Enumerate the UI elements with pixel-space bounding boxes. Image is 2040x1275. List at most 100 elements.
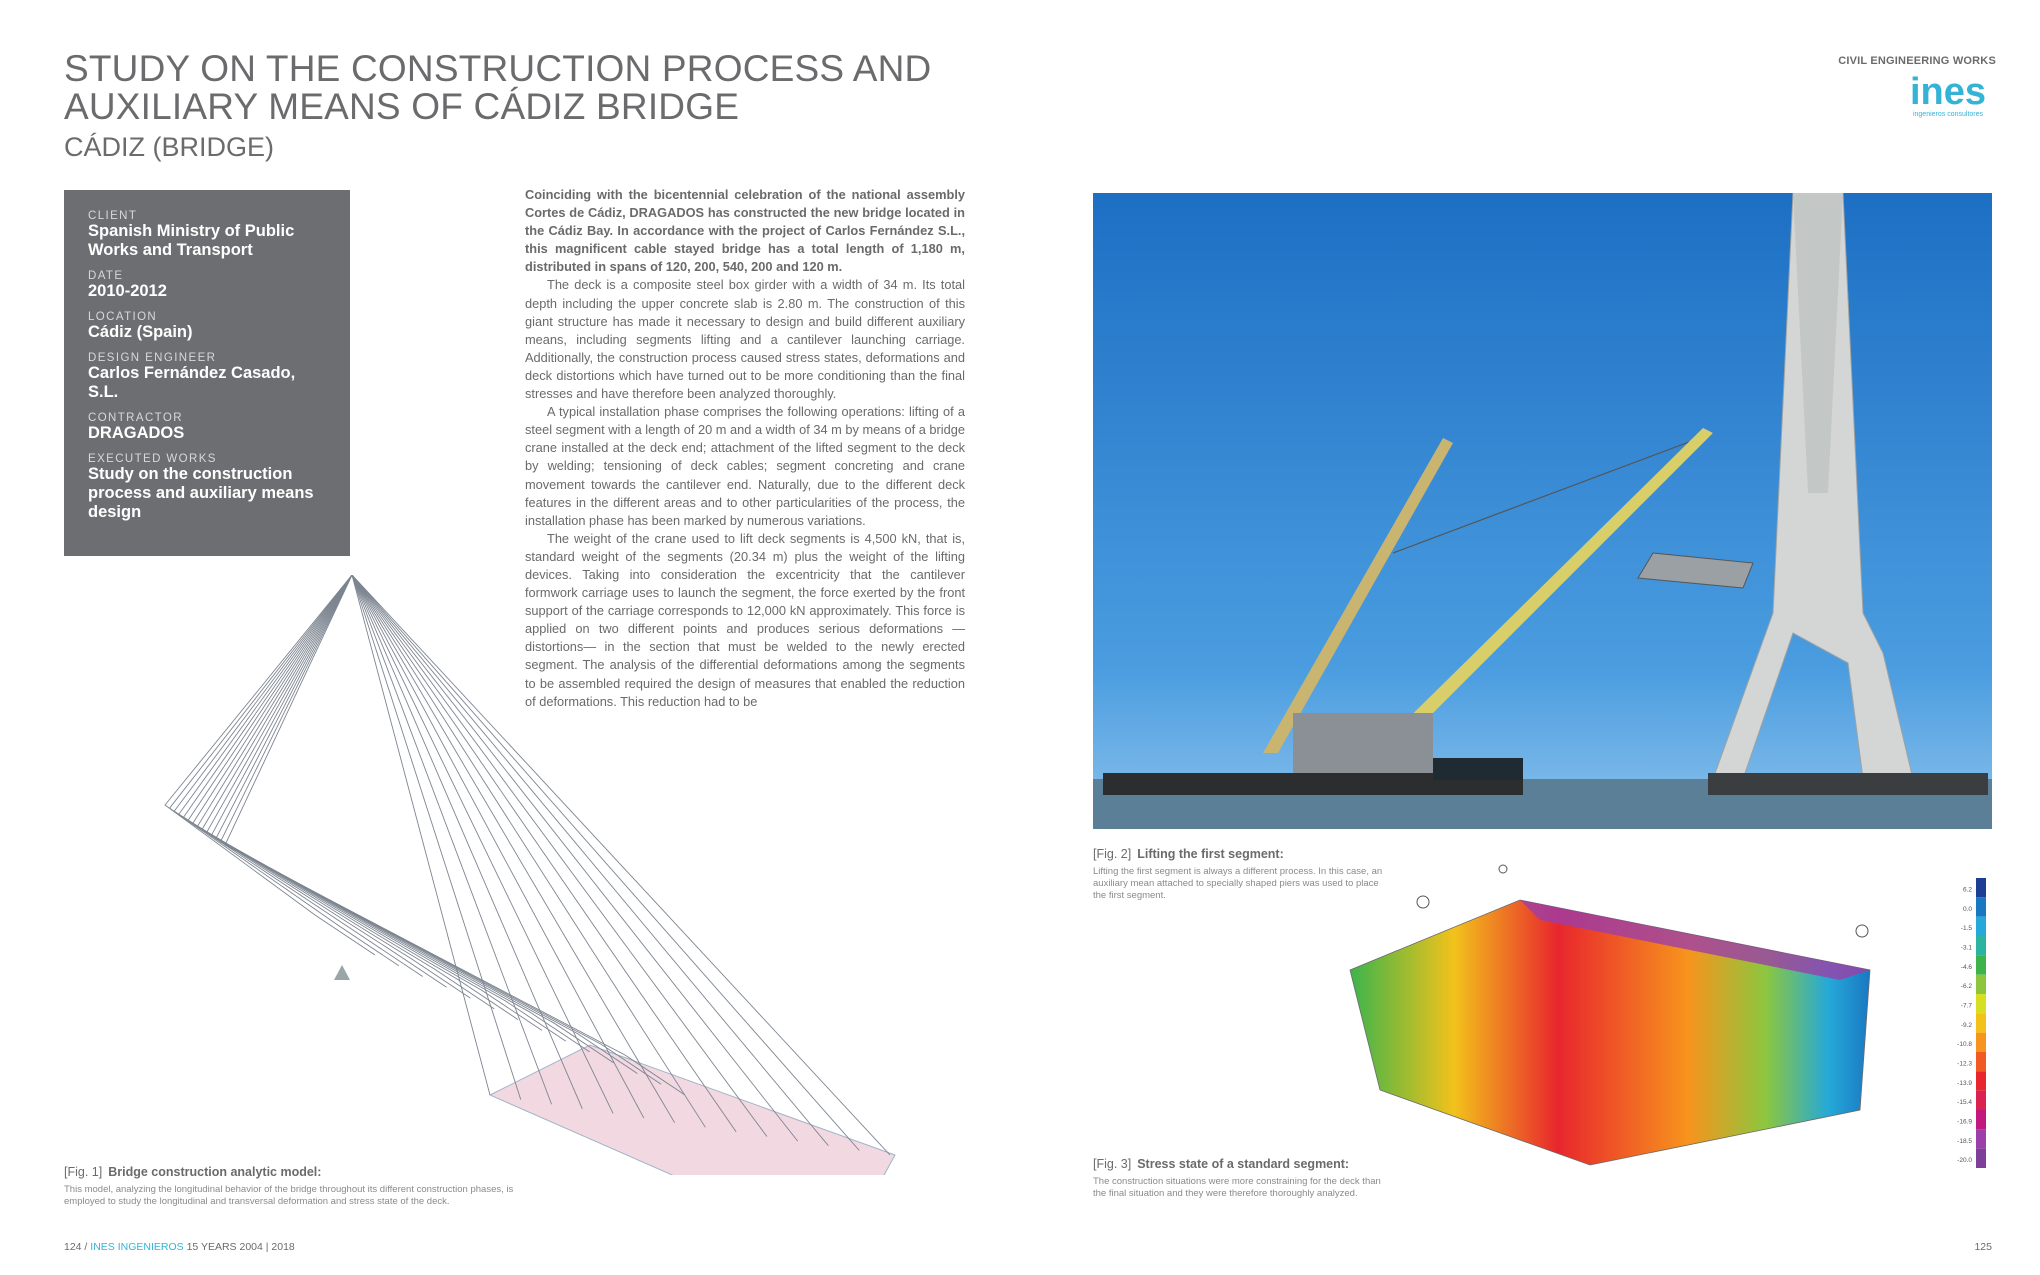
fig3-stress-model (1340, 860, 1990, 1200)
stay-cable-line (168, 574, 400, 967)
barge-right (1708, 773, 1988, 795)
scale-label: -7.7 (1961, 1003, 1973, 1010)
scale-label: -9.2 (1961, 1022, 1973, 1029)
stay-cable-line (178, 574, 447, 988)
footer-brand: INES INGENIEROS (90, 1241, 184, 1253)
deck-mesh (488, 1044, 896, 1211)
stay-cable-line (192, 574, 519, 1020)
crane-boom-2 (1373, 428, 1713, 753)
fig2-photo (1093, 192, 1992, 829)
stay-cable-line (351, 574, 645, 1119)
stay-cable-line (351, 574, 891, 1156)
fig1-tag: [Fig. 1] (64, 1165, 103, 1179)
stay-cable-line (351, 574, 768, 1137)
scale-label: -18.5 (1957, 1138, 1972, 1145)
fig2-tag: [Fig. 2] (1093, 847, 1132, 861)
fig1-analytic-model (130, 574, 910, 1211)
stay-cable-line (351, 574, 706, 1128)
scale-label: 6.2 (1963, 887, 1972, 894)
stay-cable-line (196, 574, 543, 1031)
scale-label: 0.0 (1963, 906, 1972, 913)
body-text: Coinciding with the bicentennial celebra… (525, 186, 965, 711)
info-client: CLIENT Spanish Ministry of Public Works … (88, 210, 295, 259)
scale-label: -20.0 (1957, 1157, 1972, 1164)
lifted-segment (1637, 552, 1754, 589)
info-location: LOCATION Cádiz (Spain) (88, 311, 193, 341)
scale-color-step (1976, 897, 1986, 917)
section-tag: CIVIL ENGINEERING WORKS (1838, 55, 1996, 67)
fig2-text: Lifting the first segment is always a di… (1093, 866, 1383, 901)
scale-color-step (1976, 1090, 1986, 1110)
crane-cable (1392, 432, 1714, 554)
scale-color-step (1976, 1129, 1986, 1149)
scale-label: -4.6 (1961, 964, 1973, 971)
body-paragraph: The deck is a composite steel box girder… (525, 277, 965, 402)
stay-cable-line (351, 574, 491, 1096)
fig3-text: The construction situations were more co… (1093, 1176, 1381, 1199)
scale-label: -12.3 (1957, 1061, 1972, 1068)
info-date: DATE 2010-2012 (88, 270, 167, 300)
fig2-title: Lifting the first segment: (1137, 847, 1284, 861)
scale-label: -1.5 (1961, 925, 1973, 932)
info-contractor: CONTRACTOR DRAGADOS (88, 412, 185, 442)
stay-cable-line (351, 574, 522, 1100)
stay-cable-line (351, 574, 552, 1105)
crane-boom-1 (1263, 438, 1453, 753)
scale-label: -3.1 (1961, 945, 1973, 952)
ship-superstructure (1293, 713, 1433, 773)
body-paragraph: The weight of the crane used to lift dec… (525, 530, 965, 709)
fig3-title: Stress state of a standard segment: (1137, 1157, 1350, 1171)
info-executed-works: EXECUTED WORKS Study on the construction… (88, 453, 314, 521)
page-title: STUDY ON THE CONSTRUCTION PROCESS AND AU… (64, 50, 964, 126)
page-number-right: 125 (1974, 1241, 1992, 1253)
lead-paragraph: Coinciding with the bicentennial celebra… (525, 187, 965, 275)
stay-cable-line (182, 574, 471, 999)
stay-cable-line (219, 574, 662, 1085)
tug-boat (1433, 758, 1523, 780)
stay-cable-line (173, 574, 423, 977)
fig1-text: This model, analyzing the longitudinal b… (64, 1184, 514, 1207)
fig2-caption: [Fig. 2] Lifting the first segment: Lifti… (1093, 847, 1383, 902)
logo-tagline: ingenieros consultores (1913, 111, 1984, 118)
stay-cable-line (224, 574, 686, 1096)
scale-color-step (1976, 994, 1986, 1014)
footer-years: 15 YEARS 2004 | 2018 (186, 1241, 295, 1253)
fig3-caption: [Fig. 3] Stress state of a standard segme… (1093, 1157, 1393, 1200)
stress-contour (1349, 899, 1871, 1166)
ines-logo: ines ingenieros consultores (1898, 70, 1998, 120)
stay-cable-line (351, 574, 676, 1123)
stress-contour-top (1520, 900, 1870, 980)
fig3-tag: [Fig. 3] (1093, 1157, 1132, 1171)
pylon-upper (1793, 193, 1843, 493)
scale-color-step (1976, 1013, 1986, 1033)
scale-color-step (1976, 1052, 1986, 1072)
info-design-engineer: DESIGN ENGINEER Carlos Fernández Casado,… (88, 352, 296, 401)
stay-cables (164, 574, 891, 1156)
barge-left (1103, 773, 1523, 795)
scale-color-step (1976, 1032, 1986, 1052)
stay-cable-line (351, 574, 799, 1142)
scale-label: -16.9 (1957, 1119, 1972, 1126)
project-info-box: CLIENT Spanish Ministry of Public Works … (64, 190, 350, 556)
title-line-1: STUDY ON THE CONSTRUCTION PROCESS AND (64, 48, 932, 89)
lift-point-3 (1855, 924, 1869, 938)
footer-left: 124 / INES INGENIEROS 15 YEARS 2004 | 20… (64, 1241, 295, 1253)
scale-color-step (1976, 936, 1986, 956)
stay-cable-line (351, 574, 860, 1151)
page-subtitle: CÁDIZ (BRIDGE) (64, 132, 275, 162)
scale-label: -15.4 (1957, 1099, 1972, 1106)
body-paragraph: A typical installation phase comprises t… (525, 404, 965, 528)
scale-color-step (1976, 1071, 1986, 1091)
page-number-left: 124 / (64, 1241, 88, 1253)
scale-label: -10.8 (1957, 1041, 1972, 1048)
scale-color-step (1976, 955, 1986, 975)
scale-label: -13.9 (1957, 1080, 1972, 1087)
logo-wordmark: ines (1910, 71, 1986, 113)
stay-cable-line (187, 574, 495, 1010)
fig1-title: Bridge construction analytic model: (108, 1165, 322, 1179)
scale-color-step (1976, 1110, 1986, 1130)
stay-cable-line (201, 574, 567, 1042)
scale-color-step (1976, 1148, 1986, 1168)
scale-color-step (1976, 916, 1986, 936)
